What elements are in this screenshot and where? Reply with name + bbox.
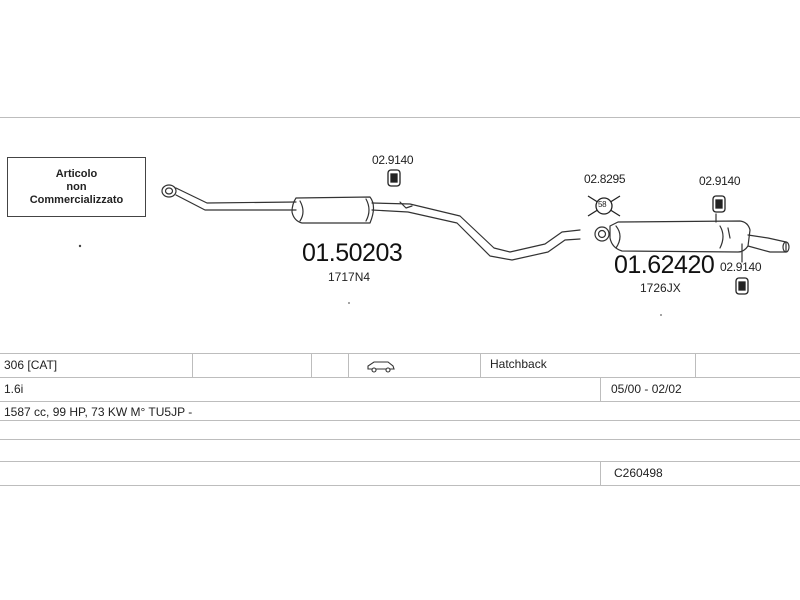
rear-hanger-top-number[interactable]: 02.9140 — [699, 174, 741, 188]
front-pipe — [175, 187, 297, 211]
rear-hanger-bottom-number[interactable]: 02.9140 — [720, 260, 762, 274]
front-silencer-body — [291, 196, 375, 224]
front-silencer-oem-code: 1717N4 — [328, 270, 371, 284]
rear-flange — [594, 226, 610, 242]
front-silencer-part-number[interactable]: 01.50203 — [302, 239, 403, 267]
hanger-icon — [735, 277, 749, 295]
not-sold-notice: Articolo non Commercializzato — [7, 157, 146, 217]
engine-specs: 1587 cc, 99 HP, 73 KW M° TU5JP - — [4, 405, 193, 419]
notice-line-2: non — [66, 180, 87, 193]
exhaust-diagram — [78, 169, 790, 316]
vehicle-model: 306 [CAT] — [4, 358, 58, 372]
rear-silencer-body — [609, 220, 751, 253]
rear-silencer-part-number[interactable]: 01.62420 — [614, 251, 715, 279]
tailpipe — [747, 234, 787, 253]
reference-code: C260498 — [614, 466, 663, 480]
rear-silencer-oem-code: 1726JX — [640, 281, 681, 295]
notice-line-1: Articolo — [55, 167, 98, 180]
engine: 1.6i — [4, 382, 24, 396]
production-years: 05/00 - 02/02 — [611, 382, 682, 396]
front-hanger-number[interactable]: 02.9140 — [372, 153, 414, 167]
hanger-icon — [712, 195, 726, 213]
clamp-size-badge: 58 — [598, 200, 607, 209]
front-flange — [161, 184, 177, 198]
notice-line-3: Commercializzato — [29, 193, 124, 206]
hanger-icon — [387, 169, 401, 187]
car-icon — [367, 361, 395, 373]
top-border — [0, 117, 800, 118]
clamp-icon — [587, 195, 621, 217]
body-type: Hatchback — [490, 357, 547, 371]
rear-clamp-number[interactable]: 02.8295 — [584, 172, 626, 186]
intermediate-pipe — [371, 202, 581, 261]
